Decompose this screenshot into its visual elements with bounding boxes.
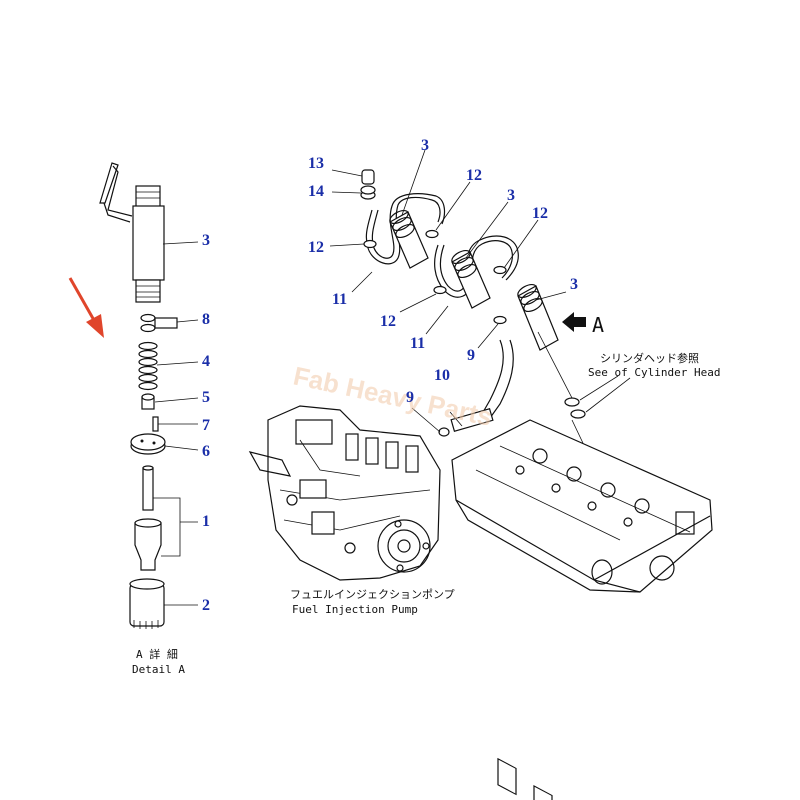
- shim-part-8: [140, 313, 178, 333]
- callout-11-b: 11: [410, 335, 425, 352]
- spring-part-4: [138, 341, 158, 391]
- callout-2: 2: [202, 597, 210, 614]
- fuel-injection-pump: [248, 405, 441, 581]
- callout-11-a: 11: [332, 291, 347, 308]
- head-caption-en: See of Cylinder Head: [588, 366, 720, 379]
- view-a-letter: A: [592, 313, 604, 337]
- red-pointer-arrow: [68, 277, 104, 338]
- callout-13: 13: [308, 155, 324, 172]
- nozzle-part-1: [134, 465, 162, 571]
- pump-caption-en: Fuel Injection Pump: [292, 603, 418, 616]
- callout-8: 8: [202, 311, 210, 328]
- callout-3-right: 3: [570, 276, 578, 293]
- callout-12-d: 12: [380, 313, 396, 330]
- callout-7: 7: [202, 417, 210, 434]
- injector-holder-part-3: [99, 162, 165, 303]
- return-hose-part-10: [411, 339, 514, 437]
- callout-3-top-1: 3: [421, 137, 429, 154]
- pump-caption-jp: フュエルインジェクションポンプ: [290, 588, 455, 601]
- callout-10: 10: [434, 367, 450, 384]
- small-fittings-parts-13-14: [360, 169, 376, 200]
- callout-3-top-2: 3: [507, 187, 515, 204]
- callout-12-b: 12: [466, 167, 482, 184]
- callout-12-c: 12: [532, 205, 548, 222]
- callout-1: 1: [202, 513, 210, 530]
- cylinder-head: [451, 419, 713, 800]
- callout-12-a: 12: [308, 239, 324, 256]
- callout-3-left: 3: [202, 232, 210, 249]
- callout-9-a: 9: [467, 347, 475, 364]
- pin-part-7: [152, 416, 159, 432]
- callout-5: 5: [202, 389, 210, 406]
- retaining-nut-part-2: [129, 578, 165, 629]
- callout-6: 6: [202, 443, 210, 460]
- head-caption-jp: シリンダヘッド参照: [600, 351, 699, 365]
- spring-seat-part-5: [141, 393, 155, 410]
- callout-14: 14: [308, 183, 324, 200]
- seal-washers-part-12: [363, 229, 507, 325]
- detail-caption-jp: A 詳 細: [136, 647, 178, 661]
- detail-caption-en: Detail A: [132, 663, 185, 676]
- callout-9-b: 9: [406, 389, 414, 406]
- distance-piece-part-6: [130, 433, 166, 455]
- upper-assembly-leaders: [329, 149, 567, 349]
- callout-4: 4: [202, 353, 210, 370]
- view-a-arrow: [562, 312, 586, 332]
- upper-injectors-part-3: [389, 209, 559, 351]
- detail-a-leaders: [153, 241, 199, 606]
